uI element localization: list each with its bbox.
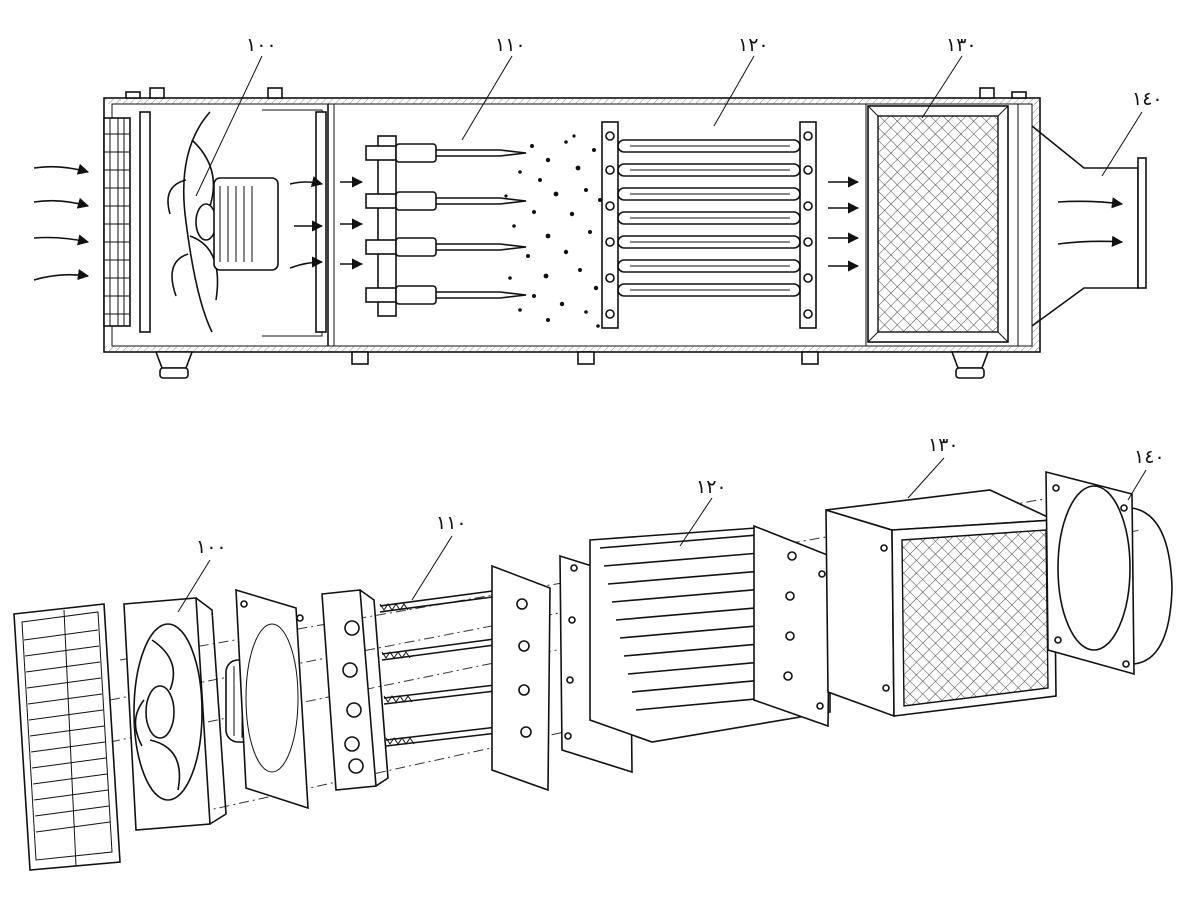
charged-particles — [504, 134, 606, 328]
ref-fan-exploded: ١٠٠ — [196, 536, 227, 558]
ref-outlet-exploded: ١٤٠ — [1134, 446, 1165, 468]
leader-lines-top — [195, 55, 1143, 197]
ref-outlet-top: ١٤٠ — [1132, 88, 1163, 110]
exploded-view — [13, 457, 1173, 871]
exploded-mesh-filter — [825, 489, 1057, 718]
housing — [103, 87, 1041, 379]
ref-filter-exploded: ١٣٠ — [928, 434, 959, 456]
support-feet — [154, 351, 990, 379]
inlet-grille — [103, 117, 131, 327]
ref-collector-exploded: ١٢٠ — [696, 476, 727, 498]
ionizer-electrodes — [365, 135, 527, 317]
collector-plates — [601, 121, 817, 329]
ref-ionizer-top: ١١٠ — [495, 34, 526, 56]
exploded-collector — [559, 524, 831, 774]
exploded-inlet-grille — [13, 603, 121, 871]
mesh-filter — [867, 105, 1009, 343]
ref-fan-top: ١٠٠ — [246, 34, 277, 56]
exploded-outlet — [1045, 470, 1173, 676]
exploded-axial-fan — [123, 588, 309, 831]
ref-collector-top: ١٢٠ — [738, 34, 769, 56]
collector-airflow-arrows — [828, 176, 860, 272]
axial-fan — [139, 109, 327, 337]
sectional-view — [33, 55, 1147, 379]
leader-lines-bottom — [177, 457, 1147, 613]
outlet-transition — [1031, 125, 1147, 327]
ref-ionizer-exploded: ١١٠ — [436, 512, 467, 534]
fan-section-arrows — [289, 176, 364, 270]
inlet-airflow-arrows — [33, 163, 90, 281]
exploded-ionizer — [321, 564, 551, 792]
ref-filter-top: ١٣٠ — [946, 34, 977, 56]
